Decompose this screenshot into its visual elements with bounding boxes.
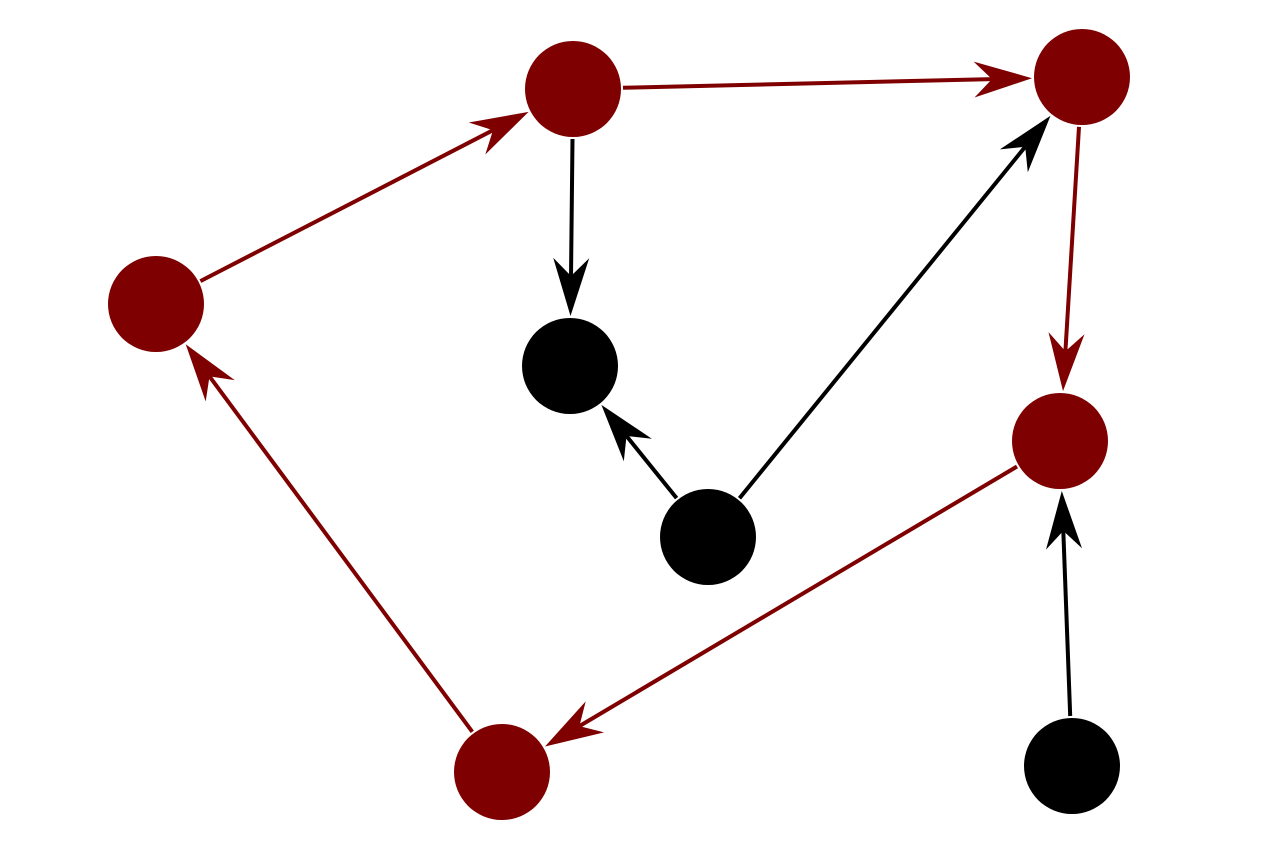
- node-n6: [522, 318, 618, 414]
- arrowhead-icon: [1046, 491, 1082, 550]
- arrowhead-icon: [545, 701, 605, 747]
- edge-line: [622, 77, 993, 90]
- edge-n4-n5: [545, 464, 1019, 747]
- edge-n7-n6: [601, 404, 679, 500]
- edge-line: [737, 145, 1027, 500]
- edge-n8-n4: [1046, 491, 1082, 717]
- edge-n5-n1: [185, 344, 474, 733]
- arrowhead-icon: [1048, 332, 1085, 392]
- edge-line: [1063, 126, 1081, 352]
- edge-n3-n4: [1048, 126, 1085, 392]
- edge-line: [199, 128, 494, 283]
- node-n2: [525, 41, 621, 137]
- edge-line: [207, 375, 474, 733]
- edge-line: [624, 434, 679, 500]
- node-layer: [108, 29, 1130, 820]
- edge-n2-n3: [622, 61, 1032, 98]
- node-n3: [1034, 29, 1130, 125]
- edge-line: [1061, 530, 1073, 717]
- node-n7: [660, 489, 756, 585]
- arrowhead-icon: [468, 111, 529, 155]
- arrowhead-icon: [973, 61, 1032, 98]
- node-n4: [1012, 393, 1108, 489]
- node-n5: [454, 724, 550, 820]
- node-n8: [1024, 718, 1120, 814]
- arrowhead-icon: [999, 115, 1051, 173]
- edge-n2-n6: [553, 138, 590, 316]
- arrowhead-icon: [185, 344, 235, 402]
- edge-layer: [185, 61, 1085, 747]
- edge-n7-n3: [737, 115, 1051, 500]
- edge-n1-n2: [199, 111, 529, 283]
- arrowhead-icon: [601, 404, 652, 462]
- node-n1: [108, 256, 204, 352]
- edge-line: [569, 138, 575, 277]
- arrowhead-icon: [553, 257, 590, 316]
- edge-line: [578, 464, 1019, 728]
